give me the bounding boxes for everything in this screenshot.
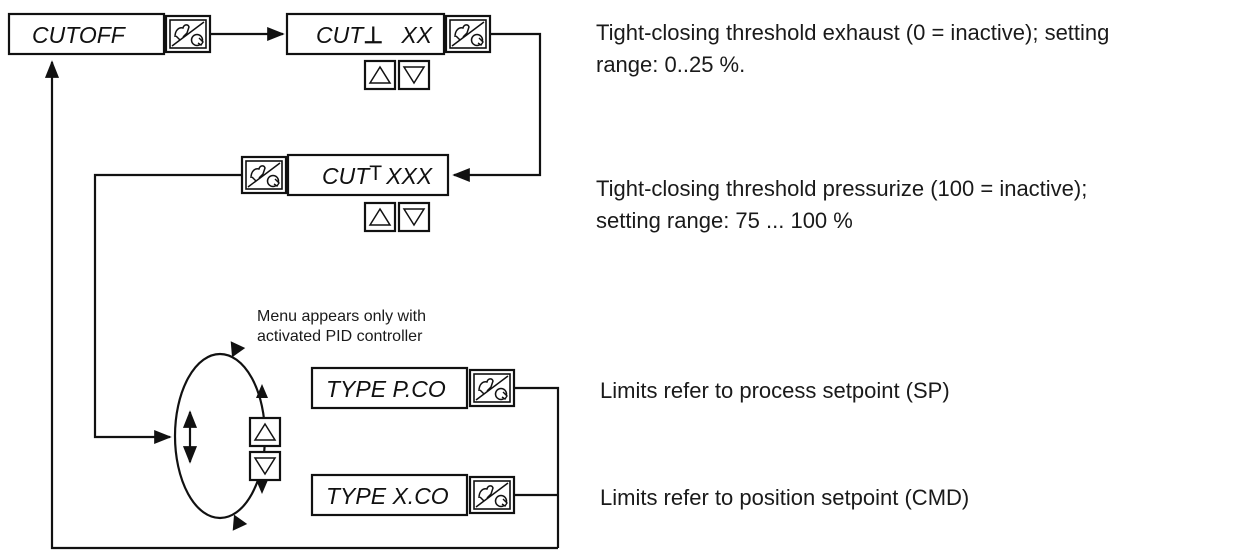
loop-arrow-lower-right — [256, 480, 268, 494]
cut-pressurize-value: XXX — [385, 163, 434, 189]
cut-exhaust-value: XX — [400, 22, 433, 48]
cut-exhaust-display: CUT⊥ XX — [285, 12, 446, 56]
cut-exhaust-confirm-key-icon[interactable] — [444, 14, 492, 54]
type-pco-display: TYPE P.CO — [310, 366, 469, 410]
cutoff-confirm-key-icon[interactable] — [164, 14, 212, 54]
svg-text:CUT⊥XX: CUT⊥ XX — [316, 22, 434, 48]
cutoff-display: CUTOFF — [7, 12, 166, 56]
cut-exhaust-symbol: ⊥ — [363, 22, 383, 48]
type-pco-confirm-key-icon[interactable] — [468, 368, 516, 408]
return-to-cutoff-arrow — [44, 60, 558, 550]
type-return-bracket — [514, 386, 560, 548]
loop-arrow-top — [230, 341, 246, 358]
xco-note: Limits refer to position setpoint (CMD) — [600, 485, 969, 510]
type-xco-confirm-key-icon[interactable] — [468, 475, 516, 515]
type-up-icon[interactable] — [248, 416, 282, 448]
pressurize-note-line1: Tight-closing threshold pressurize (100 … — [596, 176, 1087, 201]
cut-pressurize-up-icon[interactable] — [363, 201, 397, 233]
menu-note-line1: Menu appears only with — [257, 308, 426, 325]
exhaust-to-pressurize-arrow — [452, 32, 542, 183]
type-xco-label: TYPE X.CO — [326, 483, 449, 509]
exhaust-note-line2: range: 0..25 %. — [596, 52, 745, 77]
pco-note: Limits refer to process setpoint (SP) — [600, 378, 950, 403]
cut-exhaust-down-icon[interactable] — [397, 59, 431, 91]
exhaust-note-line1: Tight-closing threshold exhaust (0 = ina… — [596, 20, 1109, 45]
loop-arrow-bottom — [232, 514, 248, 531]
type-pco-label: TYPE P.CO — [326, 376, 446, 402]
type-xco-display: TYPE X.CO — [310, 473, 469, 517]
cut-pressurize-confirm-key-icon[interactable] — [240, 155, 288, 195]
loop-arrow-upper-right — [256, 384, 268, 398]
cut-pressurize-symbol: T — [369, 162, 382, 185]
cut-pressurize-prefix: CUT — [322, 163, 371, 189]
pressurize-note-line2: setting range: 75 ... 100 % — [596, 208, 853, 233]
type-down-icon[interactable] — [248, 450, 282, 482]
cut-pressurize-down-icon[interactable] — [397, 201, 431, 233]
pressurize-to-type-arrow — [93, 173, 242, 445]
cut-exhaust-prefix: CUT — [316, 22, 365, 48]
cutoff-display-label: CUTOFF — [32, 22, 127, 48]
cut-exhaust-up-icon[interactable] — [363, 59, 397, 91]
menu-note-line2: activated PID controller — [257, 328, 423, 345]
